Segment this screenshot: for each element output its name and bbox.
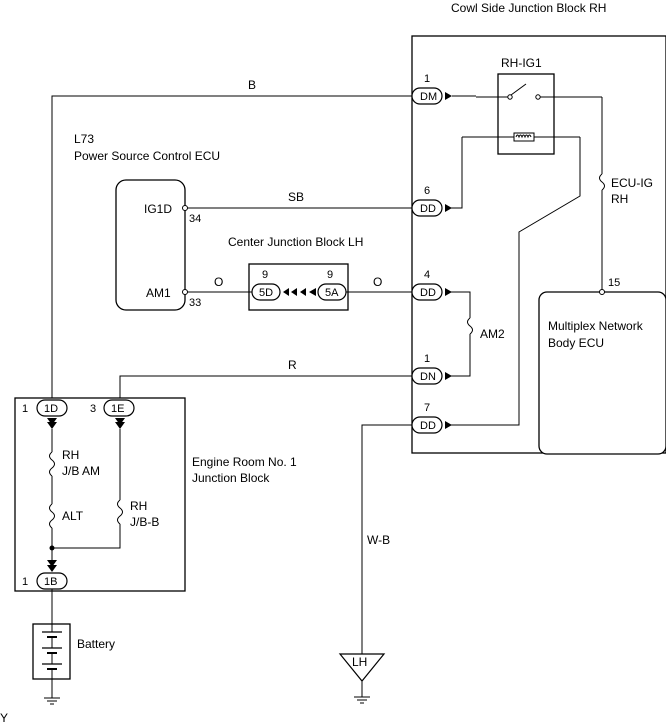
terminal-arrow	[445, 288, 452, 296]
ground-symbol	[44, 697, 60, 705]
connector-name: DD	[420, 287, 436, 299]
ig1d-terminal-label: IG1D	[144, 202, 172, 216]
connector-pin: 1	[424, 73, 430, 85]
cowl-internal-wiring: AM2	[445, 137, 581, 426]
multiplex-ecu-label-2: Body ECU	[548, 336, 604, 350]
engine-block-title-2: Junction Block	[192, 471, 270, 485]
conn-1d-pin: 1	[22, 403, 28, 415]
wire-color-sb: SB	[288, 190, 304, 204]
connector-name: DN	[420, 371, 436, 383]
wire-color-r: R	[288, 358, 297, 372]
wire-color-o-right: O	[373, 275, 382, 289]
fuse-ecu-ig-label: ECU-IG	[611, 176, 653, 190]
wire-sb: SB	[187, 190, 412, 209]
relay-rh-ig1: RH-IG1	[462, 56, 602, 155]
cowl-connector-dd-7: DD 7	[411, 402, 452, 434]
relay-name: RH-IG1	[501, 56, 542, 70]
connector-name: DD	[420, 203, 436, 215]
battery-label: Battery	[77, 637, 115, 651]
fuse-alt	[49, 503, 55, 529]
fuse-rh-jb-b	[117, 499, 123, 525]
wire-r: R	[119, 358, 412, 400]
wire-color-o-left: O	[214, 275, 223, 289]
conn-1b-pin: 1	[22, 576, 28, 588]
wire-b: B	[51, 78, 412, 400]
connector-pin: 6	[424, 185, 430, 197]
fuse-rh-jbb-label-2: J/B-B	[130, 515, 159, 529]
multiplex-ecu-pin: 15	[608, 277, 620, 289]
wire-color-b: B	[248, 78, 256, 92]
connector-name: DD	[420, 420, 436, 432]
connector-5d-label: 5D	[259, 287, 273, 299]
am1-pin: 33	[189, 297, 201, 309]
am1-terminal-label: AM1	[146, 286, 171, 300]
multiplex-ecu-label: Multiplex Network	[548, 319, 644, 333]
connector-1e	[103, 399, 135, 417]
engine-room-junction-block: Engine Room No. 1 Junction Block 1 1D 3 …	[14, 397, 297, 592]
cowl-connector-dn: DN 1	[411, 353, 452, 385]
connector-pin: 7	[424, 402, 430, 414]
cowl-connector-dd-6: DD 6	[411, 185, 452, 217]
terminal-arrow	[445, 372, 452, 380]
ecu-code: L73	[74, 132, 94, 146]
cowl-block-title: Cowl Side Junction Block RH	[451, 1, 606, 15]
connector-pin: 4	[424, 269, 430, 281]
connector-name: DM	[420, 91, 437, 103]
fuse-am2-label: AM2	[480, 327, 505, 341]
corner-mark: Y	[0, 711, 8, 724]
fuse-rh-jb-am	[49, 451, 55, 477]
multiplex-network-body-ecu: 15 Multiplex Network Body ECU	[538, 277, 666, 455]
fuse-rh-jbb-label: RH	[130, 499, 147, 513]
center-junction-block: Center Junction Block LH 9 9 5D 5A	[228, 235, 363, 311]
ground-symbol	[354, 696, 370, 704]
terminal-arrow	[445, 92, 452, 100]
ground-lh-label: LH	[352, 655, 367, 669]
fuse-rh-jb-am-label: RH	[62, 448, 79, 462]
relay-switch-contact	[510, 83, 527, 96]
fuse-rh-jb-am-label-2: J/B AM	[62, 464, 100, 478]
ground-point-lh: LH	[338, 653, 386, 704]
connector-1e-label: 1E	[111, 403, 124, 415]
terminal-arrow	[445, 204, 452, 212]
conn-1e-pin: 3	[90, 403, 96, 415]
connector-5a-label: 5A	[325, 287, 339, 299]
fuse-ecu-ig-rh: ECU-IG RH	[599, 97, 653, 292]
fuse-alt-label: ALT	[62, 509, 84, 523]
cowl-connector-dd-4: DD 4	[411, 269, 452, 301]
engine-block-title: Engine Room No. 1	[192, 455, 297, 469]
ig1d-pin: 34	[189, 213, 201, 225]
wire-o: O O	[187, 275, 412, 293]
power-source-control-ecu: L73 Power Source Control ECU IG1D 34 AM1…	[74, 132, 220, 311]
cowl-connector-dm: DM 1	[411, 73, 476, 105]
center-pin-right: 9	[327, 269, 333, 281]
wire-wb: W-B	[361, 424, 412, 654]
battery: Battery	[32, 589, 115, 705]
connector-1b-label: 1B	[44, 576, 57, 588]
connector-pin: 1	[424, 353, 430, 365]
center-block-title: Center Junction Block LH	[228, 235, 363, 249]
fuse-ecu-ig-label-2: RH	[611, 192, 628, 206]
wire-color-wb: W-B	[367, 533, 390, 547]
ecu-name: Power Source Control ECU	[74, 149, 220, 163]
connector-1d-label: 1D	[44, 403, 58, 415]
center-pin-left: 9	[262, 269, 268, 281]
connector-1d	[36, 399, 68, 417]
terminal-arrow	[445, 421, 452, 429]
